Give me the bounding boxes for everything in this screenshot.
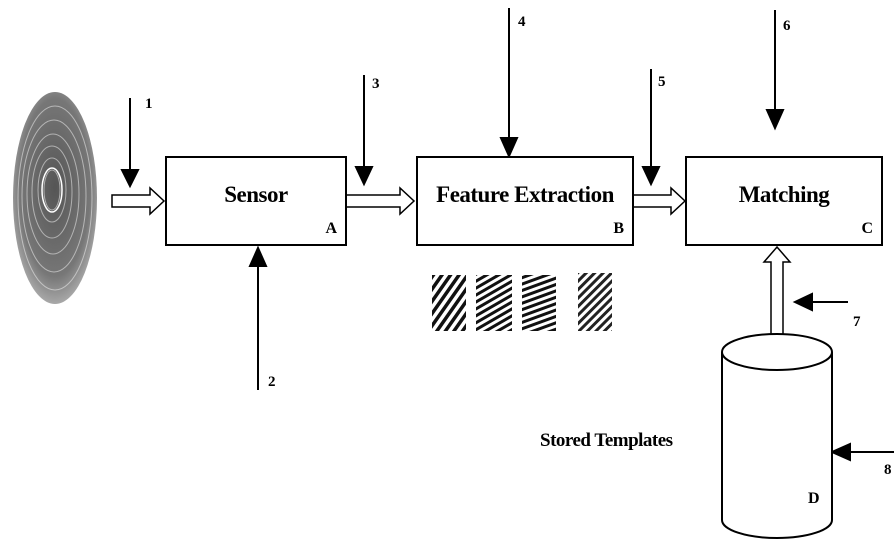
feature-extraction-title: Feature Extraction xyxy=(418,182,632,208)
attack-point-4: 4 xyxy=(518,14,526,31)
sensor-letter: A xyxy=(325,220,337,238)
hollow-arrow-feature-to-matching xyxy=(633,188,685,214)
sensor-box: Sensor A xyxy=(165,156,347,246)
matching-letter: C xyxy=(861,220,873,238)
attack-point-5: 5 xyxy=(658,74,666,91)
attack-point-3: 3 xyxy=(372,76,380,93)
matching-box: Matching C xyxy=(685,156,883,246)
ridge-pattern-texture xyxy=(432,273,612,331)
sensor-title: Sensor xyxy=(167,182,345,208)
hollow-arrow-input xyxy=(112,188,164,214)
attack-point-1: 1 xyxy=(145,96,153,113)
fingerprint-image xyxy=(13,92,97,304)
hollow-arrow-sensor-to-feature xyxy=(346,188,414,214)
attack-point-7: 7 xyxy=(853,314,861,331)
feature-extraction-box: Feature Extraction B xyxy=(416,156,634,246)
attack-point-2: 2 xyxy=(268,374,276,391)
database-letter: D xyxy=(808,490,820,508)
feature-extraction-letter: B xyxy=(613,220,624,238)
stored-templates-label: Stored Templates xyxy=(540,430,673,452)
attack-point-6: 6 xyxy=(783,18,791,35)
matching-title: Matching xyxy=(687,182,881,208)
attack-point-8: 8 xyxy=(884,462,892,479)
